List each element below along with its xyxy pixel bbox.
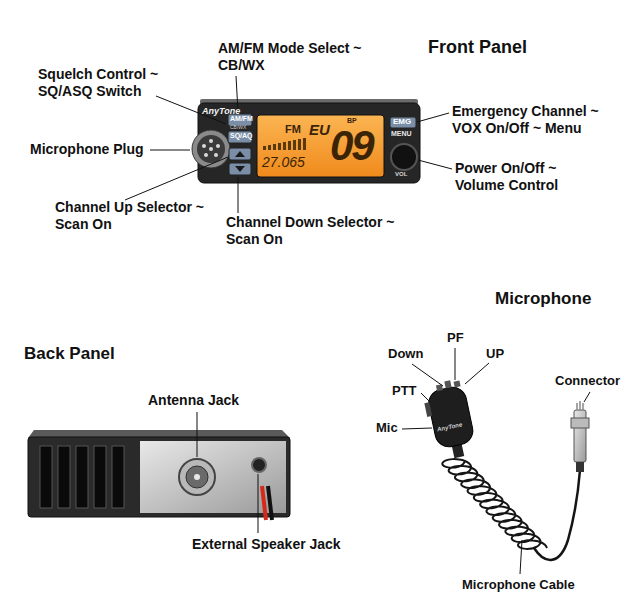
lcd-display (257, 115, 384, 177)
mic-body (426, 385, 475, 450)
leader-lines (197, 412, 258, 533)
antenna-jack (186, 466, 208, 488)
speaker-jack (252, 458, 266, 472)
display-frequency: 27.065 (262, 154, 305, 171)
callout-label: PTT (392, 383, 417, 398)
mic-plug-socket (197, 135, 225, 163)
callout-label: Power On/Off ~ Volume Control (455, 160, 605, 193)
mic-plug-pins (202, 139, 220, 157)
display-text: FM (285, 123, 301, 136)
emg-button (390, 117, 416, 128)
ptt-button (424, 402, 432, 417)
radio-body (198, 103, 420, 183)
callout-label: Mic (376, 420, 398, 435)
callout-label: Microphone Plug (30, 141, 144, 158)
sq-aq-button (228, 131, 252, 143)
panel-marking: MENU (391, 130, 412, 138)
callout-label: AM/FM Mode Select ~ CB/WX (218, 40, 373, 73)
section-heading: Microphone (495, 289, 591, 309)
heat-sink-vents (40, 446, 124, 508)
antenna-jack-pin (194, 474, 200, 480)
radio-back (28, 430, 290, 520)
down-arrow (235, 166, 245, 172)
signal-bars (263, 138, 306, 150)
mic-button (444, 380, 451, 388)
callout-label: Squelch Control ~ SQ/ASQ Switch (38, 66, 178, 99)
power-wire (262, 486, 266, 520)
connector-nut (571, 418, 589, 428)
callout-label: Channel Down Selector ~ Scan On (226, 214, 404, 247)
display-digits: 09 (330, 125, 373, 167)
section-heading: Back Panel (24, 344, 115, 364)
callout-label: Channel Up Selector ~ Scan On (55, 199, 210, 232)
radio-front (192, 99, 420, 183)
up-arrow (235, 151, 245, 157)
button-marking: CB/WX (230, 125, 246, 131)
callout-label: Antenna Jack (148, 392, 239, 409)
display-text: BP (347, 117, 357, 125)
callout-label: Connector (555, 373, 620, 388)
callout-label: PF (447, 330, 464, 345)
display-text: EU (309, 121, 330, 139)
mic-button (454, 380, 461, 387)
button-marking: EMG (393, 117, 411, 126)
up-button (229, 148, 251, 160)
callout-label: UP (486, 346, 504, 361)
microphone (421, 378, 589, 560)
panel-marking: VOL (395, 171, 407, 178)
button-marking: SQ/AQ (230, 132, 253, 140)
down-button (229, 163, 251, 175)
radio-body (28, 437, 290, 517)
connector-pins (577, 401, 583, 410)
mic-plug-socket (192, 130, 230, 168)
callout-label: Microphone Cable (462, 577, 575, 592)
power-wire (268, 486, 272, 520)
button-marking: AM/FM (230, 115, 253, 123)
leader-lines (125, 76, 452, 213)
volume-knob (391, 144, 417, 170)
callout-label: External Speaker Jack (192, 536, 341, 553)
coiled-cable (442, 459, 547, 549)
mic-handset (421, 378, 478, 462)
antenna-jack (179, 459, 215, 495)
cable (534, 470, 580, 560)
section-heading: Front Panel (428, 37, 527, 58)
callout-label: Down (388, 346, 423, 361)
connector-boot (576, 462, 584, 472)
callout-label: Emergency Channel ~ VOX On/Off ~ Menu (452, 103, 624, 136)
